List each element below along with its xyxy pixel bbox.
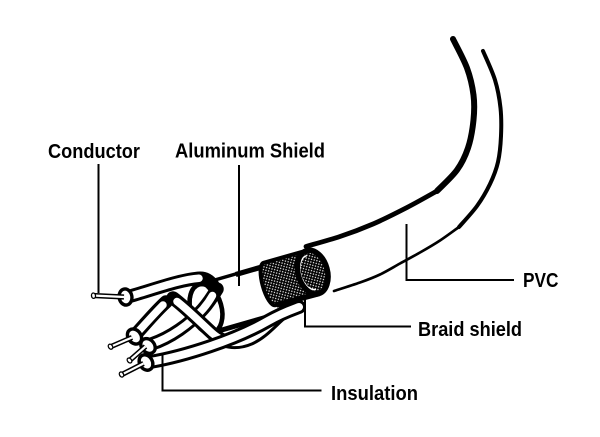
svg-text:Conductor: Conductor [48, 140, 140, 163]
svg-text:Aluminum Shield: Aluminum Shield [175, 140, 325, 163]
svg-text:Braid shield: Braid shield [418, 318, 522, 341]
svg-text:Insulation: Insulation [331, 382, 418, 405]
svg-text:PVC: PVC [523, 269, 559, 292]
